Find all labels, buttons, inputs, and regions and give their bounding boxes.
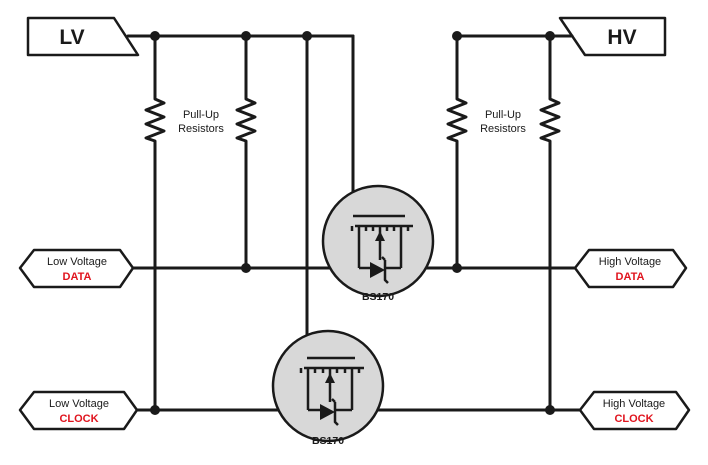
port-high-voltage-clock: High Voltage CLOCK: [578, 390, 691, 431]
mosfet-data: BS170: [321, 184, 435, 303]
resistor-label-left-line1: Pull-Up: [183, 109, 219, 121]
port-low-voltage-data: Low Voltage DATA: [18, 248, 135, 289]
hv-rail-tag: HV: [558, 16, 667, 57]
port-high-data-line2: DATA: [616, 271, 645, 283]
mosfet-clock: BS170: [271, 329, 385, 447]
pull-up-resistor-hv-data: [446, 93, 468, 145]
port-high-voltage-data: High Voltage DATA: [573, 248, 688, 289]
port-high-clock-line2: CLOCK: [614, 413, 653, 425]
port-low-clock-line1: Low Voltage: [49, 398, 109, 410]
wires: [126, 34, 582, 412]
mosfet-data-part-number: BS170: [362, 291, 394, 303]
resistor-label-right-line2: Resistors: [480, 123, 526, 135]
port-high-clock-line1: High Voltage: [603, 398, 665, 410]
pull-up-resistor-hv-clock: [539, 93, 561, 145]
hv-rail-label: HV: [607, 26, 636, 49]
resistor-label-left-line2: Resistors: [178, 123, 224, 135]
port-low-voltage-clock: Low Voltage CLOCK: [18, 390, 139, 431]
port-low-clock-line2: CLOCK: [59, 413, 98, 425]
pull-up-resistor-lv-clock: [144, 93, 166, 145]
resistor-label-right-line1: Pull-Up: [485, 109, 521, 121]
lv-rail-tag: LV: [26, 16, 140, 57]
lv-rail-label: LV: [59, 26, 84, 49]
port-low-data-line2: DATA: [63, 271, 92, 283]
port-low-data-line1: Low Voltage: [47, 256, 107, 268]
pull-up-resistor-lv-data: [235, 93, 257, 145]
port-high-data-line1: High Voltage: [599, 256, 661, 268]
junction-dots: [150, 31, 555, 415]
mosfet-clock-part-number: BS170: [312, 435, 344, 447]
